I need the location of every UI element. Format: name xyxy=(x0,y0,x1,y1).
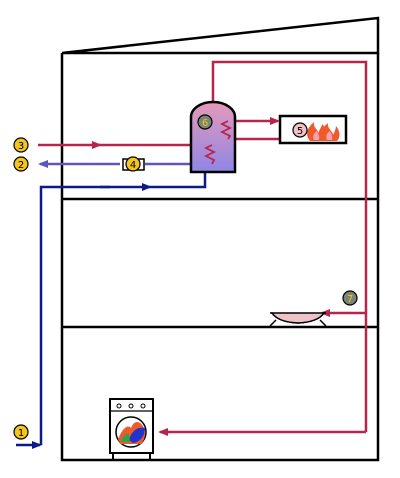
stove-loop-pipe xyxy=(226,117,280,143)
marker-3-label: 3 xyxy=(18,141,24,152)
hot-water-tank xyxy=(189,100,237,174)
marker-5-label: 5 xyxy=(297,126,303,137)
marker-3: 3 xyxy=(13,137,29,153)
washing-machine xyxy=(109,398,154,460)
marker-1-label: 1 xyxy=(18,428,24,439)
heat-exchanger-coil-top xyxy=(219,120,233,140)
basin xyxy=(269,312,327,327)
stove xyxy=(278,114,348,145)
marker-6: 6 xyxy=(197,114,213,130)
knob-3 xyxy=(140,403,146,409)
cold-supply-pipe xyxy=(16,171,207,449)
marker-1: 1 xyxy=(13,424,29,440)
marker-7-label: 7 xyxy=(347,294,353,305)
marker-4-label: 4 xyxy=(130,160,136,171)
marker-6-label: 6 xyxy=(202,118,208,129)
marker-7: 7 xyxy=(342,290,358,306)
marker-2-label: 2 xyxy=(18,160,24,171)
house-outline xyxy=(60,16,380,462)
marker-5: 5 xyxy=(292,122,308,138)
knob-1 xyxy=(116,403,122,409)
marker-4: 4 xyxy=(125,156,141,172)
hot-circulation-pipe xyxy=(158,60,368,436)
heat-exchanger-coil-bottom xyxy=(203,144,217,165)
flame-inner-icon-2 xyxy=(326,131,333,140)
knob-2 xyxy=(128,403,134,409)
flame-inner-icon xyxy=(313,131,320,140)
roof xyxy=(61,16,380,55)
marker-2: 2 xyxy=(13,156,29,172)
house-walls xyxy=(60,53,380,462)
